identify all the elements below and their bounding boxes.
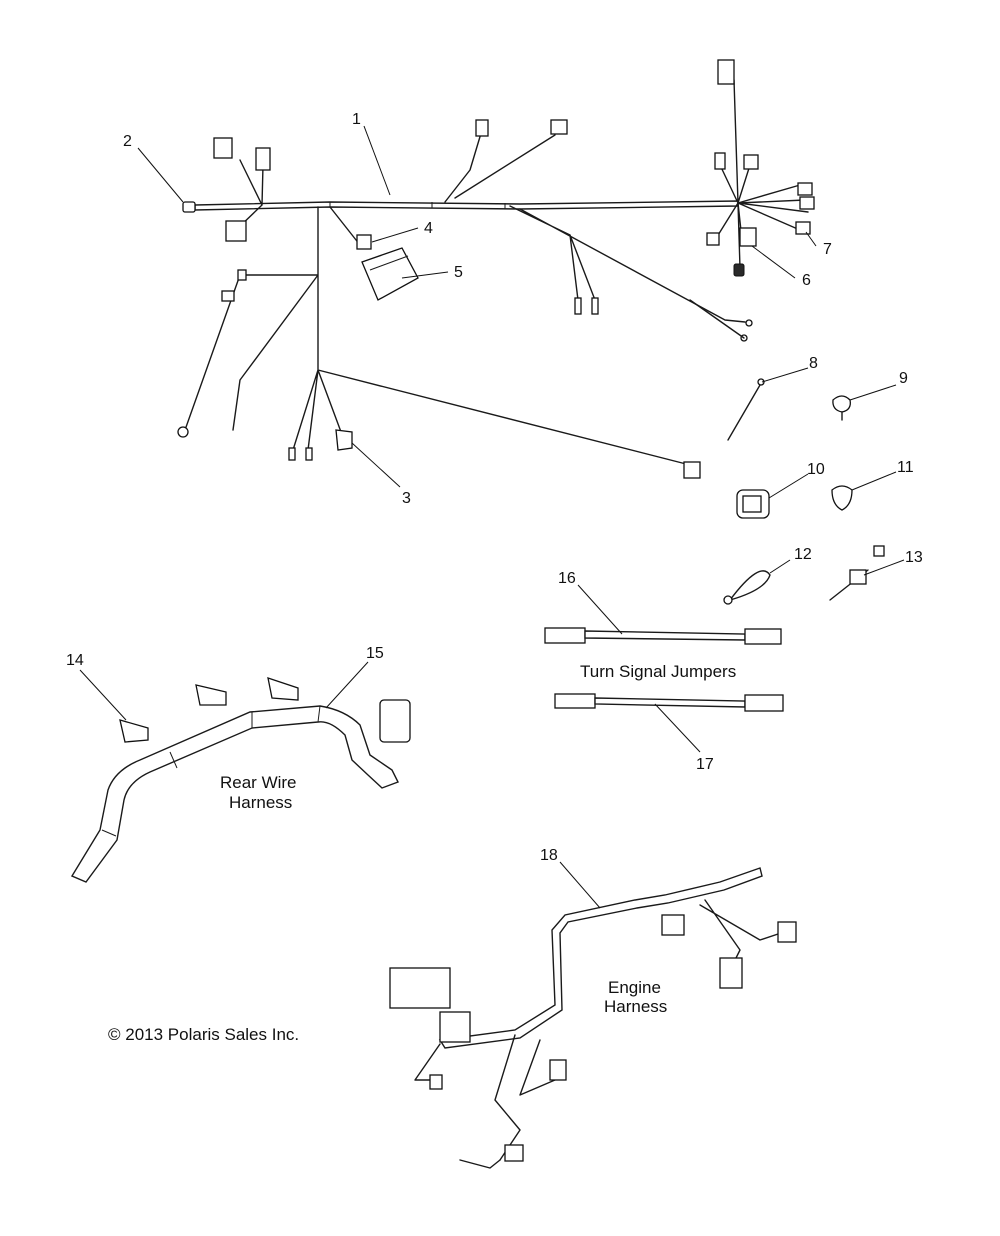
caption-turn-signal: Turn Signal Jumpers: [580, 662, 736, 681]
callout-1: 1: [352, 111, 361, 128]
captions: Turn Signal Jumpers Rear Wire Harness En…: [108, 662, 736, 1044]
callout-12: 12: [794, 546, 812, 563]
caption-engine-line2: Harness: [604, 997, 667, 1016]
rear-wire-harness: [70, 677, 411, 883]
callout-6: 6: [802, 272, 811, 289]
callout-numbers: 1 2 3 4 5 6 7 8 9 10 11 12 13 14 15 16 1…: [66, 111, 923, 864]
callout-8: 8: [809, 355, 818, 372]
callout-15: 15: [366, 645, 384, 662]
engine-harness: [389, 867, 797, 1169]
small-parts: [723, 378, 885, 605]
callout-10: 10: [807, 461, 825, 478]
callout-3: 3: [402, 490, 411, 507]
turn-signal-jumpers: [544, 627, 784, 712]
callout-17: 17: [696, 756, 714, 773]
callout-9: 9: [899, 370, 908, 387]
leader-lines: [79, 125, 905, 909]
copyright-text: © 2013 Polaris Sales Inc.: [108, 1025, 299, 1044]
callout-11: 11: [897, 459, 914, 476]
callout-13: 13: [905, 549, 923, 566]
main-harness: [177, 59, 815, 479]
caption-rear-line2: Harness: [229, 793, 292, 812]
caption-engine-line1: Engine: [608, 978, 661, 997]
callout-5: 5: [454, 264, 463, 281]
callout-18: 18: [540, 847, 558, 864]
callout-14: 14: [66, 652, 84, 669]
caption-rear-line1: Rear Wire: [220, 773, 297, 792]
callout-2: 2: [123, 133, 132, 150]
callout-16: 16: [558, 570, 576, 587]
callout-7: 7: [823, 241, 832, 258]
callout-4: 4: [424, 220, 433, 237]
